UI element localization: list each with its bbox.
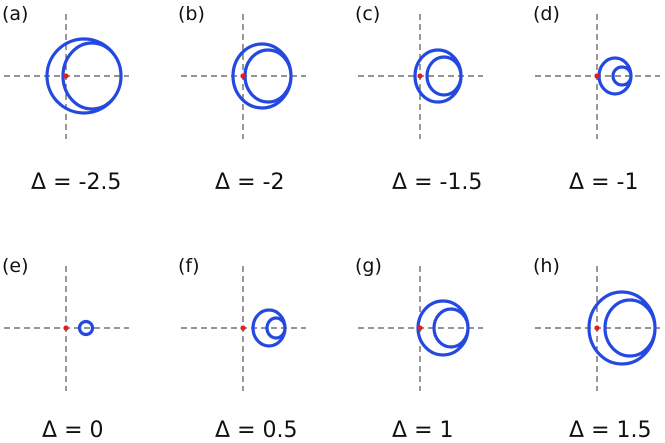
panel-d-plot xyxy=(535,14,660,139)
panel-d-caption: Δ = -1 xyxy=(569,170,639,195)
panel-f-origin-dot xyxy=(240,325,246,331)
delta-symbol: Δ xyxy=(215,418,231,443)
panel-d-origin-dot xyxy=(594,73,600,79)
delta-symbol: Δ xyxy=(215,170,231,195)
panel-f-caption: Δ = 0.5 xyxy=(215,418,298,443)
delta-symbol: Δ xyxy=(31,170,47,195)
panel-f-plot xyxy=(181,266,306,391)
panel-g-caption: Δ = 1 xyxy=(392,418,454,443)
panel-c-caption: Δ = -1.5 xyxy=(392,170,483,195)
panel-h-origin-dot xyxy=(594,325,600,331)
panel-a-caption: Δ = -2.5 xyxy=(31,170,122,195)
panel-c-label: (c) xyxy=(355,3,381,25)
panel-e-plot xyxy=(4,266,129,391)
panel-h-loop-curve xyxy=(587,290,657,366)
panel-c-origin-dot xyxy=(417,73,423,79)
delta-value: -2 xyxy=(262,170,285,195)
panel-a-plot xyxy=(4,14,129,139)
panel-h-plot xyxy=(535,266,660,391)
delta-value: -1.5 xyxy=(439,170,483,195)
delta-value: 1.5 xyxy=(616,418,652,443)
delta-value: -1 xyxy=(616,170,639,195)
delta-symbol: Δ xyxy=(392,418,408,443)
delta-symbol: Δ xyxy=(42,418,58,443)
panel-g-plot xyxy=(358,266,483,391)
delta-value: 0 xyxy=(89,418,104,443)
panel-h-caption: Δ = 1.5 xyxy=(569,418,652,443)
panel-c-plot xyxy=(358,14,483,139)
panel-a-label: (a) xyxy=(2,3,29,25)
panel-e-caption: Δ = 0 xyxy=(42,418,104,443)
delta-value: 0.5 xyxy=(262,418,298,443)
panel-g-label: (g) xyxy=(355,255,382,277)
panel-h-label: (h) xyxy=(533,255,560,277)
panel-b-origin-dot xyxy=(240,73,246,79)
delta-symbol: Δ xyxy=(569,418,585,443)
panel-e-origin-dot xyxy=(63,325,69,331)
panel-b-label: (b) xyxy=(178,3,205,25)
panel-b-plot xyxy=(181,14,306,139)
delta-symbol: Δ xyxy=(392,170,408,195)
delta-value: 1 xyxy=(439,418,454,443)
delta-value: -2.5 xyxy=(78,170,122,195)
panel-g-origin-dot xyxy=(417,325,423,331)
panel-a-loop-curve xyxy=(45,37,123,115)
panel-d-label: (d) xyxy=(533,3,560,25)
panel-c-loop-curve xyxy=(413,48,463,104)
panel-b-caption: Δ = -2 xyxy=(215,170,285,195)
panel-f-loop-curve xyxy=(251,308,287,348)
delta-symbol: Δ xyxy=(569,170,585,195)
panel-f-label: (f) xyxy=(178,255,200,277)
panel-e-label: (e) xyxy=(2,255,29,277)
panel-e-loop-curve xyxy=(77,319,95,337)
panel-a-origin-dot xyxy=(63,73,69,79)
